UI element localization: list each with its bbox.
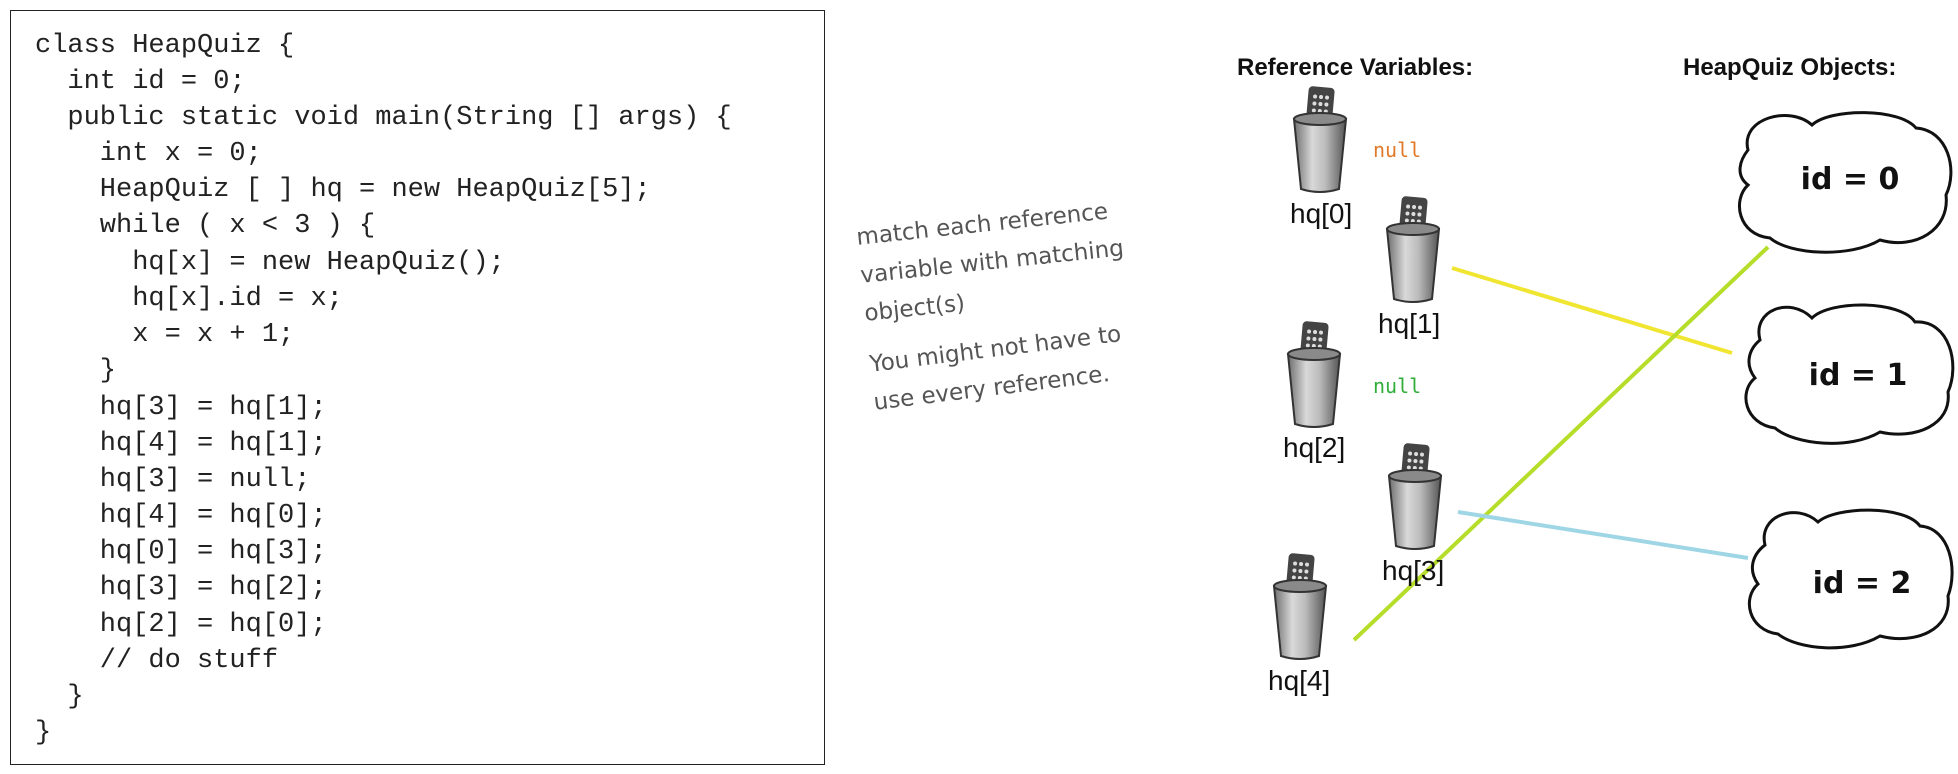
code-line: } [35, 356, 117, 386]
heapquiz-objects-heading: HeapQuiz Objects: [1683, 54, 1897, 81]
code-line: hq[3] = hq[1]; [35, 393, 327, 423]
code-line: } [35, 682, 84, 712]
code-line: x = x + 1; [35, 320, 295, 350]
code-line: while ( x < 3 ) { [35, 211, 376, 241]
code-line: int x = 0; [35, 139, 262, 169]
code-line: public static void main(String [] args) … [35, 103, 732, 133]
code-line: hq[3] = null; [35, 465, 311, 495]
remote-cup-icon [1386, 195, 1440, 303]
code-line: hq[4] = hq[0]; [35, 501, 327, 531]
remote-cup-icon [1273, 552, 1327, 660]
code-line: class HeapQuiz { [35, 31, 295, 61]
code-panel: class HeapQuiz { int id = 0; public stat… [10, 10, 825, 765]
null-label-hq0: null [1373, 138, 1422, 162]
ref-label-hq1: hq[1] [1378, 308, 1441, 339]
connection-hq1-id1 [1451, 266, 1733, 355]
remote-cup-icon [1287, 320, 1341, 428]
remote-cup-icon [1388, 442, 1442, 550]
ref-label-hq4: hq[4] [1268, 665, 1331, 696]
code-line: hq[x] = new HeapQuiz(); [35, 248, 505, 278]
ref-label-hq0: hq[0] [1290, 198, 1353, 229]
reference-variables-heading: Reference Variables: [1237, 54, 1474, 81]
connection-hq3-id2 [1457, 510, 1749, 560]
code-line: hq[4] = hq[1]; [35, 429, 327, 459]
note-line: object(s) [863, 290, 967, 327]
ref-label-hq3: hq[3] [1382, 555, 1445, 586]
code-line: hq[2] = hq[0]; [35, 610, 327, 640]
code-line: hq[3] = hq[2]; [35, 573, 327, 603]
code-line: hq[x].id = x; [35, 284, 343, 314]
ref-label-hq2: hq[2] [1283, 432, 1346, 463]
object-label-id2: id = 2 [1812, 566, 1912, 601]
code-line: // do stuff [35, 646, 279, 676]
object-label-id1: id = 1 [1808, 358, 1908, 393]
code-line: } [35, 718, 52, 748]
code-line: hq[0] = hq[3]; [35, 537, 327, 567]
code-line: int id = 0; [35, 67, 246, 97]
code-line: HeapQuiz [ ] hq = new HeapQuiz[5]; [35, 175, 651, 205]
remote-cup-icon [1293, 85, 1347, 193]
object-label-id0: id = 0 [1800, 162, 1900, 197]
null-label-hq2: null [1373, 374, 1422, 398]
